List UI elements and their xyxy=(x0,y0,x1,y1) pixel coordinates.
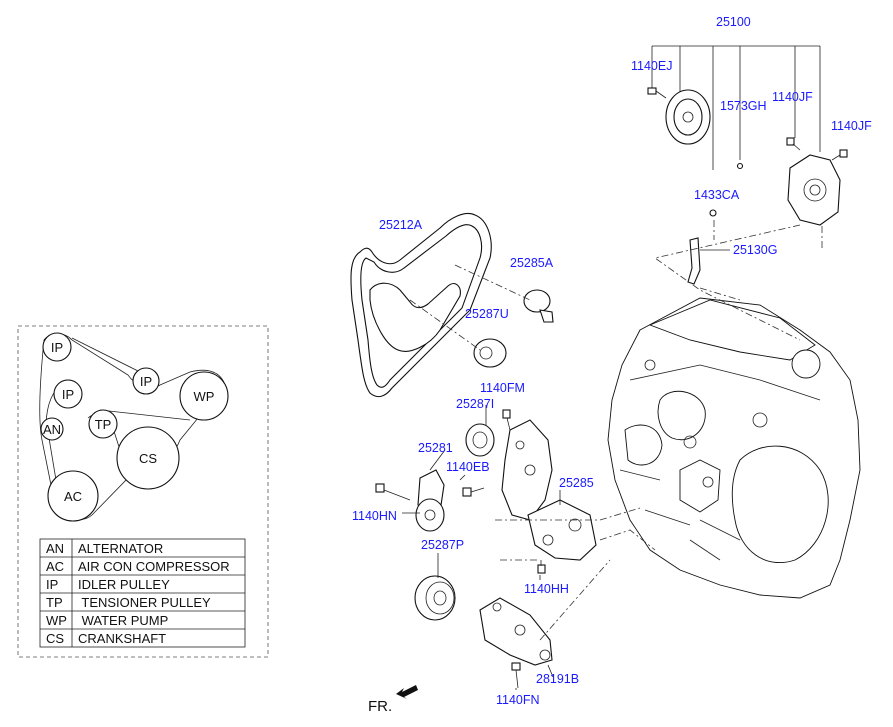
pulley-cs-label: CS xyxy=(139,451,157,466)
pn-tensioner-a[interactable]: 25285A xyxy=(510,256,554,270)
assembly-line-pump xyxy=(654,220,823,341)
water-pump-leaders xyxy=(651,45,821,170)
pn-plug[interactable]: 1573GH xyxy=(720,99,767,113)
legend-code: IP xyxy=(46,577,58,592)
pn-tensioner[interactable]: 25285 xyxy=(559,476,594,490)
pulley-wp-label: WP xyxy=(194,389,215,404)
pn-bolt-hn[interactable]: 1140HN xyxy=(352,509,397,523)
engine-block xyxy=(607,297,861,599)
legend-name: CRANKSHAFT xyxy=(78,631,166,646)
legend-table: AN ALTERNATOR AC AIR CON COMPRESSOR IP I… xyxy=(39,538,246,648)
idler-u-part xyxy=(473,338,507,368)
pn-bolt-fn[interactable]: 1140FN xyxy=(496,693,540,707)
layout-frame xyxy=(17,325,269,658)
pulley-ac: AC xyxy=(47,470,99,522)
pulley-ip-left-label: IP xyxy=(62,387,74,402)
idler-p-part xyxy=(414,575,456,621)
pn-idler-i[interactable]: 25287I xyxy=(456,397,494,411)
pulley-ip-left: IP xyxy=(53,379,83,409)
legend-code: TP xyxy=(46,595,63,610)
pn-water-pump-assy[interactable]: 25100 xyxy=(716,15,751,29)
legend-code: WP xyxy=(46,613,67,628)
front-indicator-label: FR. xyxy=(368,698,392,715)
legend-name: TENSIONER PULLEY xyxy=(78,595,211,610)
label-leaders xyxy=(402,249,730,690)
pn-idler-p[interactable]: 25287P xyxy=(421,538,464,552)
pulley-tp-label: TP xyxy=(95,417,112,432)
front-indicator: FR. xyxy=(368,685,418,715)
pulley-ip-top: IP xyxy=(42,332,72,362)
pn-bolt-ej[interactable]: 1140EJ xyxy=(631,59,672,73)
bolt-fn-part xyxy=(511,662,521,689)
pn-pipe[interactable]: 25130G xyxy=(733,243,777,257)
bolt-eb-part xyxy=(462,487,485,497)
bolt-fm-part xyxy=(502,409,511,431)
pn-belt[interactable]: 25212A xyxy=(379,218,423,232)
drive-belt xyxy=(350,212,492,398)
pn-bracket[interactable]: 28191B xyxy=(536,672,579,686)
tensioner-arm-part xyxy=(415,469,445,532)
pn-idler-u[interactable]: 25287U xyxy=(465,307,509,321)
pn-pin[interactable]: 1433CA xyxy=(694,188,740,202)
legend-name: AIR CON COMPRESSOR xyxy=(78,559,230,574)
legend-code: AC xyxy=(46,559,64,574)
assembly-line-lower xyxy=(495,507,656,641)
legend-name: ALTERNATOR xyxy=(78,541,163,556)
legend-code: CS xyxy=(46,631,64,646)
bolt-hn-part xyxy=(375,483,411,501)
pulley-cs: CS xyxy=(116,426,180,490)
pulley-wp: WP xyxy=(179,371,229,421)
legend-code: AN xyxy=(46,541,64,556)
legend-name: IDLER PULLEY xyxy=(78,577,170,592)
pn-bolt-jf-1[interactable]: 1140JF xyxy=(772,90,813,104)
idler-i-part xyxy=(465,423,495,457)
pn-bolt-fm[interactable]: 1140FM xyxy=(480,381,525,395)
water-pump-pulley xyxy=(665,89,711,145)
pin-part xyxy=(709,209,717,217)
bracket-b-part xyxy=(479,597,553,666)
pulley-ip-top-label: IP xyxy=(51,340,63,355)
assembly-line-belt xyxy=(409,264,531,351)
pulley-ac-label: AC xyxy=(64,489,82,504)
pulley-ip-mid-label: IP xyxy=(140,374,152,389)
front-arrow-icon xyxy=(396,685,418,699)
pn-bolt-hh[interactable]: 1140HH xyxy=(524,582,569,596)
pn-bolt-jf-2[interactable]: 1140JF xyxy=(831,119,872,133)
bolt-jf-part xyxy=(786,137,848,161)
pn-bolt-eb[interactable]: 1140EB xyxy=(446,460,490,474)
pulley-an-label: AN xyxy=(43,422,61,437)
pn-tensioner-arm[interactable]: 25281 xyxy=(418,441,453,455)
water-pipe-part xyxy=(687,237,728,285)
pulley-an: AN xyxy=(40,417,64,441)
bolt-ej-part xyxy=(647,87,667,99)
tensioner-a-part xyxy=(523,289,554,323)
pulley-ip-mid: IP xyxy=(132,367,160,395)
legend-name: WATER PUMP xyxy=(78,613,168,628)
plug-part xyxy=(736,162,744,170)
water-pump-body xyxy=(787,154,841,226)
bolt-hh-part xyxy=(537,560,546,574)
pulley-tp: TP xyxy=(88,409,118,439)
tensioner-bracket-part xyxy=(501,419,597,561)
